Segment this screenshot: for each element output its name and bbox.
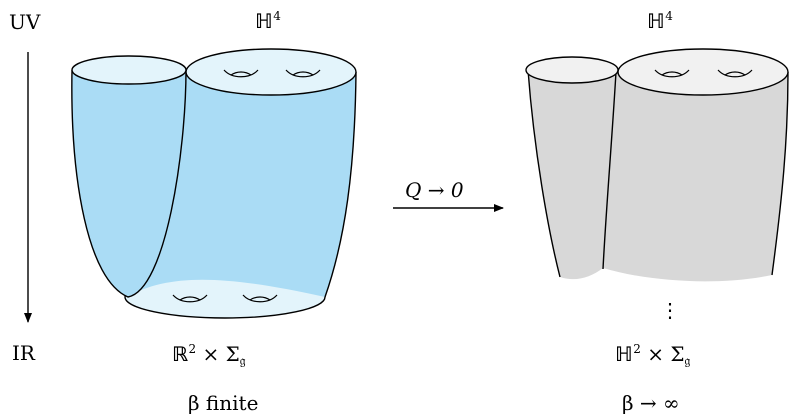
left-condition-label: β finite [188,391,259,415]
right-tube-body [528,70,788,282]
left-bottom-handle-2 [242,294,278,303]
right-top-space-label: ℍ4 [647,10,673,31]
left-top-space-base: ℍ [255,9,274,33]
left-bottom-exponent: 2 [188,342,197,356]
left-top-handle-2 [285,69,321,78]
left-geometry [71,48,357,319]
left-top-small-disc [71,55,187,85]
left-top-space-label: ℍ4 [255,10,281,31]
right-top-handle-1 [654,69,690,78]
left-bottom-subscript: 𝔤 [239,354,246,369]
left-bottom-handle-1 [172,294,208,303]
uv-label: UV [9,10,41,34]
left-top-big-disc [185,48,357,96]
right-top-space-exponent: 4 [665,9,673,23]
ir-label: IR [12,341,35,365]
limit-arrow-label: Q → 0 [405,178,464,202]
right-bottom-product: × Σ [640,342,685,366]
left-bottom-base: ℝ [172,342,189,366]
left-bottom-space-label: ℝ2 × Σ𝔤 [172,343,246,368]
left-bottom-product: × Σ [196,342,240,366]
right-bottom-exponent: 2 [633,342,641,356]
right-bottom-space-label: ℍ2 × Σ𝔤 [615,343,690,368]
right-continuation-dots: ⋮ [660,298,680,322]
left-cigar [71,70,186,297]
right-bottom-base: ℍ [615,342,634,366]
left-top-handle-1 [223,69,259,78]
right-top-space-base: ℍ [647,9,666,33]
right-condition-label: β → ∞ [622,391,680,415]
right-top-big-disc [617,48,789,96]
right-bottom-subscript: 𝔤 [684,354,691,369]
left-top-space-exponent: 4 [273,9,281,23]
right-top-small-disc [525,56,619,84]
right-top-handle-2 [717,69,753,78]
left-tube-body [127,72,356,297]
right-geometry [525,48,789,282]
